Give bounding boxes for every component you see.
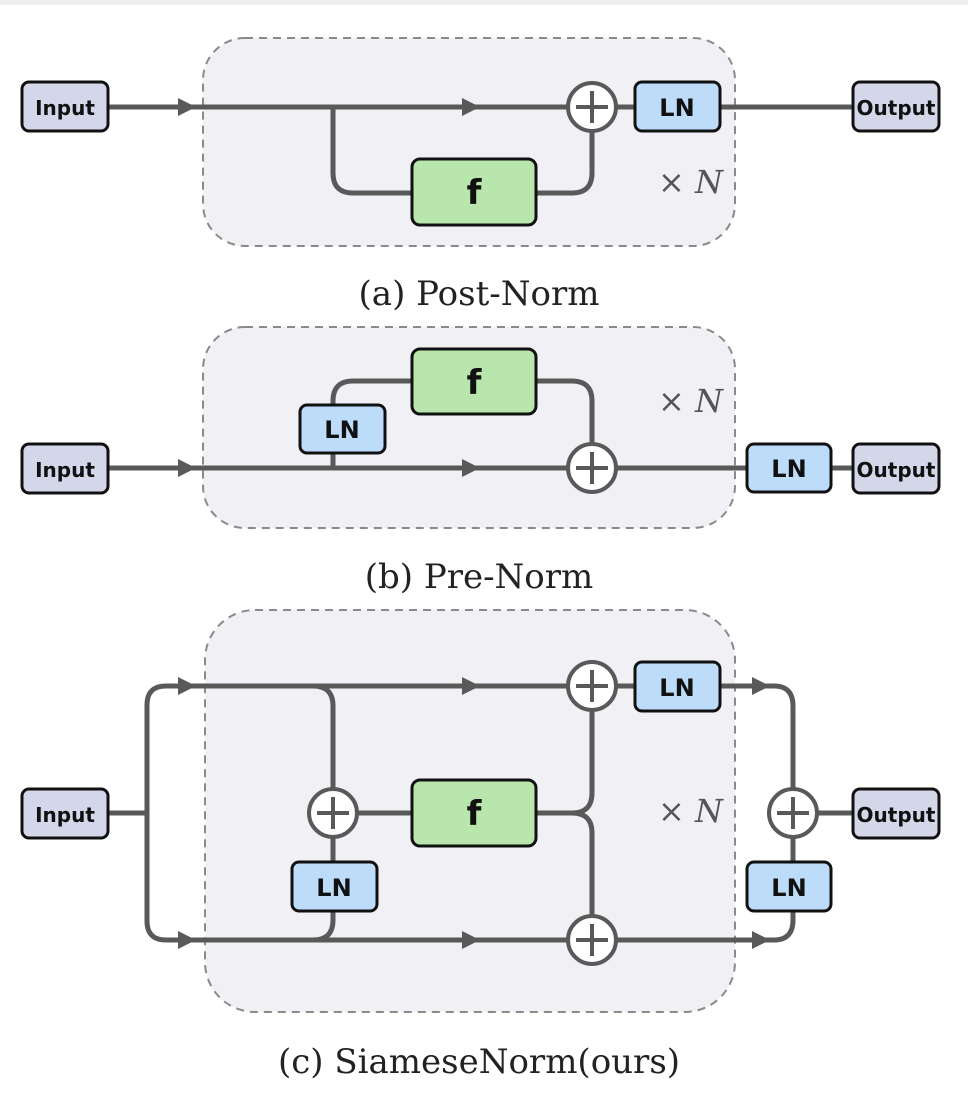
top-ln-to-out-add: [717, 683, 796, 792]
output-label: Output: [857, 803, 936, 827]
split-down: [144, 810, 199, 943]
function-label: f: [467, 173, 483, 213]
arrow-marker: [178, 98, 196, 116]
final-layer-norm-label: LN: [771, 455, 806, 483]
arrow-marker: [462, 677, 480, 695]
output-box: [851, 80, 941, 133]
diagram-pre-norm: Input LN f LN Output × N (b) Pre-Norm: [20, 326, 941, 597]
output-label: Output: [857, 96, 936, 120]
top-layer-norm-box: [633, 660, 722, 713]
bottom-out-to-ln: [757, 908, 796, 943]
arrow-marker: [178, 677, 196, 695]
layer-norm-box: [633, 80, 722, 133]
inner-layer-norm-box: [290, 860, 379, 913]
caption-post-norm: (a) Post-Norm: [359, 274, 600, 314]
plus-icon: [576, 91, 608, 123]
input-box: [20, 787, 110, 840]
output-box: [851, 787, 941, 840]
function-label: f: [467, 363, 483, 403]
layer-norm-box: [298, 403, 387, 455]
output-layer-norm-box: [745, 860, 833, 913]
layer-norm-label: LN: [324, 416, 359, 444]
arrow-marker: [462, 931, 480, 949]
input-label: Input: [35, 803, 95, 827]
arrow-marker: [462, 98, 480, 116]
inner-layer-norm-label: LN: [316, 874, 351, 902]
output-layer-norm-label: LN: [771, 874, 806, 902]
input-label: Input: [35, 96, 95, 120]
diagram-post-norm: Input f LN Output × N (a) Post-Norm: [20, 37, 941, 314]
top-layer-norm-label: LN: [659, 674, 694, 702]
plus-icon: [576, 670, 608, 702]
ln-to-function: [330, 378, 415, 408]
caption-siamese-norm: (c) SiameseNorm(ours): [278, 1042, 680, 1082]
plus-icon: [317, 797, 349, 829]
function-box: [410, 778, 538, 848]
arrow-marker: [752, 931, 770, 949]
function-box: [410, 157, 538, 227]
plus-icon: [576, 452, 608, 484]
arrow-marker: [752, 677, 770, 695]
input-box: [20, 442, 110, 495]
top-border: [0, 0, 968, 5]
residual-branch: [330, 104, 415, 196]
plus-icon: [777, 797, 809, 829]
arrow-marker: [178, 931, 196, 949]
input-box: [20, 80, 110, 133]
split-up: [144, 683, 199, 816]
diagram-siamese-norm: Input f LN LN LN Output × N (c) SiameseN…: [20, 609, 941, 1082]
arrow-marker: [178, 459, 196, 477]
output-box: [851, 442, 941, 495]
top-to-inner-add: [310, 683, 336, 792]
layer-norm-label: LN: [659, 94, 694, 122]
arrow-marker: [462, 459, 480, 477]
repeat-label: × N: [658, 792, 724, 830]
caption-pre-norm: (b) Pre-Norm: [365, 557, 594, 597]
bottom-to-inner-ln: [310, 908, 336, 943]
final-layer-norm-box: [745, 442, 833, 494]
f-to-bottom-add: [533, 810, 595, 919]
output-label: Output: [857, 458, 936, 482]
function-return: [533, 378, 595, 447]
branch-return: [533, 129, 595, 196]
repeat-label: × N: [658, 382, 724, 420]
input-label: Input: [35, 458, 95, 482]
plus-icon: [576, 924, 608, 956]
function-box: [410, 347, 538, 416]
repeat-label: × N: [658, 163, 724, 201]
function-label: f: [467, 794, 483, 834]
